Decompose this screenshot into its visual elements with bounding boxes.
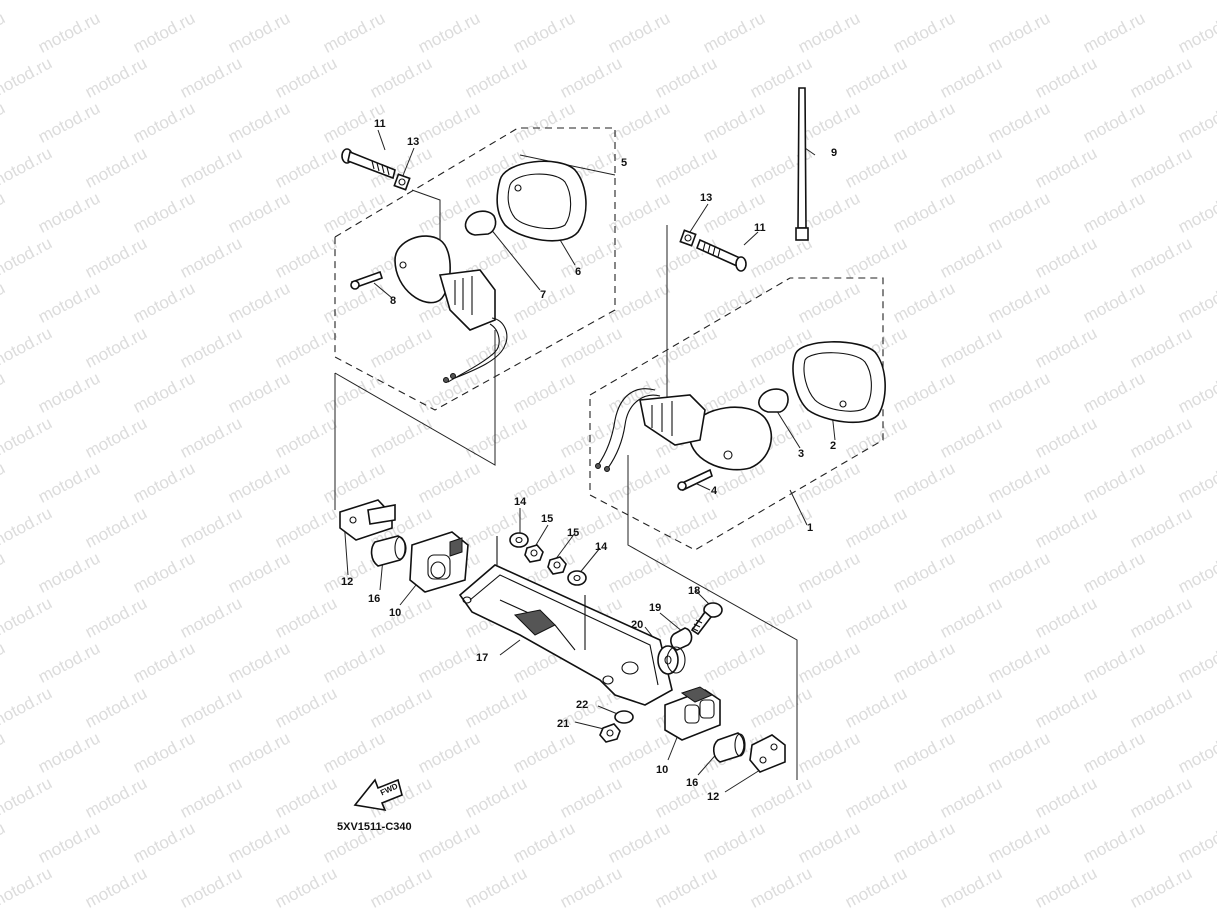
main-bracket-17: [458, 536, 673, 706]
damper-20: [657, 645, 686, 675]
callout-11-right: 11: [754, 222, 766, 234]
callout-7: 7: [540, 289, 547, 301]
callout-22: 22: [576, 699, 589, 711]
callout-1: 1: [807, 522, 814, 534]
callout-20: 20: [631, 619, 644, 631]
bolt-11-right: [695, 238, 747, 272]
bolt-18: [690, 602, 723, 636]
assembly-outline-5: [334, 127, 616, 411]
callout-5: 5: [621, 157, 628, 169]
housing-right: [595, 388, 773, 472]
grommet-10-left: [409, 531, 469, 593]
callout-15-right: 15: [567, 527, 580, 539]
callout-13-right: 13: [700, 192, 713, 204]
lens-2: [792, 341, 886, 424]
bracket-12-right: [749, 734, 786, 773]
callout-15-left: 15: [541, 513, 554, 525]
callout-6: 6: [575, 266, 582, 278]
callout-16-right: 16: [686, 777, 699, 789]
callout-17: 17: [476, 652, 489, 664]
bracket-12-left: [339, 499, 396, 541]
callout-19: 19: [649, 602, 662, 614]
callout-12-left: 12: [341, 576, 354, 588]
callout-14-right: 14: [595, 541, 608, 553]
spacer-16-right: [712, 732, 746, 763]
callout-18: 18: [688, 585, 701, 597]
callout-4: 4: [711, 485, 718, 497]
lens-6: [496, 160, 587, 242]
callout-10-right: 10: [656, 764, 669, 776]
housing-left: [394, 235, 508, 383]
callout-3: 3: [798, 448, 805, 460]
callout-9: 9: [831, 147, 838, 159]
callout-2: 2: [830, 440, 837, 452]
callout-10-left: 10: [389, 607, 402, 619]
spacer-16-left: [370, 535, 407, 567]
assembly-outline-1: [589, 277, 884, 551]
callout-14-left: 14: [514, 496, 527, 508]
callout-8: 8: [390, 295, 397, 307]
diagram-code: 5XV1511-C340: [337, 821, 412, 833]
grommet-10-right: [664, 686, 721, 741]
bolt-11-left: [341, 148, 396, 180]
callout-13-left: 13: [407, 136, 420, 148]
fwd-arrow-icon: [353, 778, 403, 812]
callout-16-left: 16: [368, 593, 381, 605]
callout-11-left: 11: [374, 118, 386, 130]
callout-12-right: 12: [707, 791, 720, 803]
callout-21: 21: [557, 718, 570, 730]
tie-strap-9: [795, 87, 809, 241]
